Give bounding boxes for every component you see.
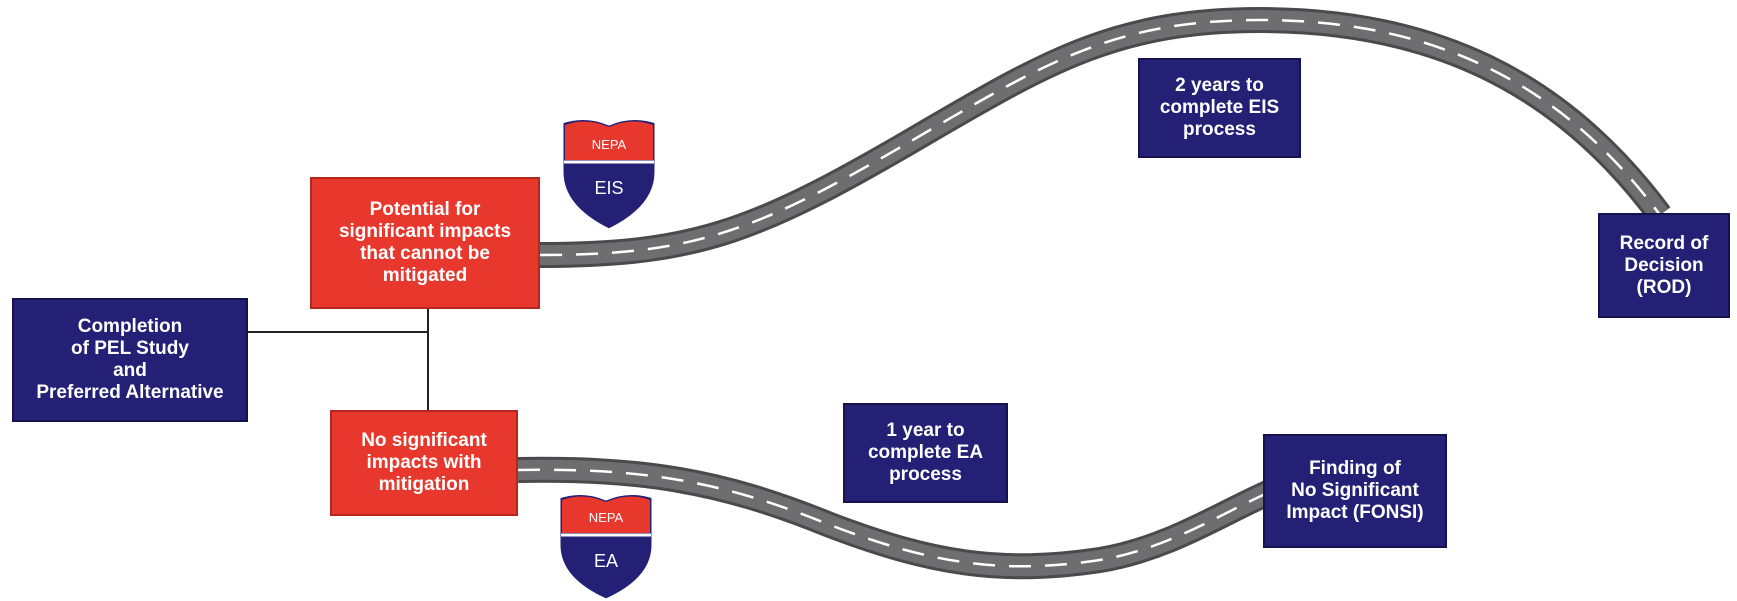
ea-lane-marking (517, 468, 1321, 568)
ea-road (517, 456, 1323, 580)
eis-duration-box: 2 years to complete EIS process (1138, 58, 1301, 158)
ea-shield-bottom-text: EA (594, 551, 618, 571)
eis-shield-top-text: NEPA (592, 137, 627, 152)
eis-road-edge (539, 6, 1671, 268)
nepa-eis-shield-icon: NEPA EIS (560, 117, 658, 232)
eis-lane-marking (539, 18, 1662, 257)
pel-completion-box: Completion of PEL Study and Preferred Al… (12, 298, 248, 422)
nepa-ea-shield-icon: NEPA EA (557, 492, 655, 601)
ea-shield-top-text: NEPA (589, 510, 624, 525)
ea-duration-box: 1 year to complete EA process (843, 403, 1008, 503)
eis-condition-box: Potential for significant impacts that c… (310, 177, 540, 309)
rod-outcome-box: Record of Decision (ROD) (1598, 213, 1730, 318)
fonsi-outcome-box: Finding of No Significant Impact (FONSI) (1263, 434, 1447, 548)
eis-road (539, 6, 1671, 268)
ea-condition-box: No significant impacts with mitigation (330, 410, 518, 516)
eis-shield-bottom-text: EIS (594, 178, 623, 198)
